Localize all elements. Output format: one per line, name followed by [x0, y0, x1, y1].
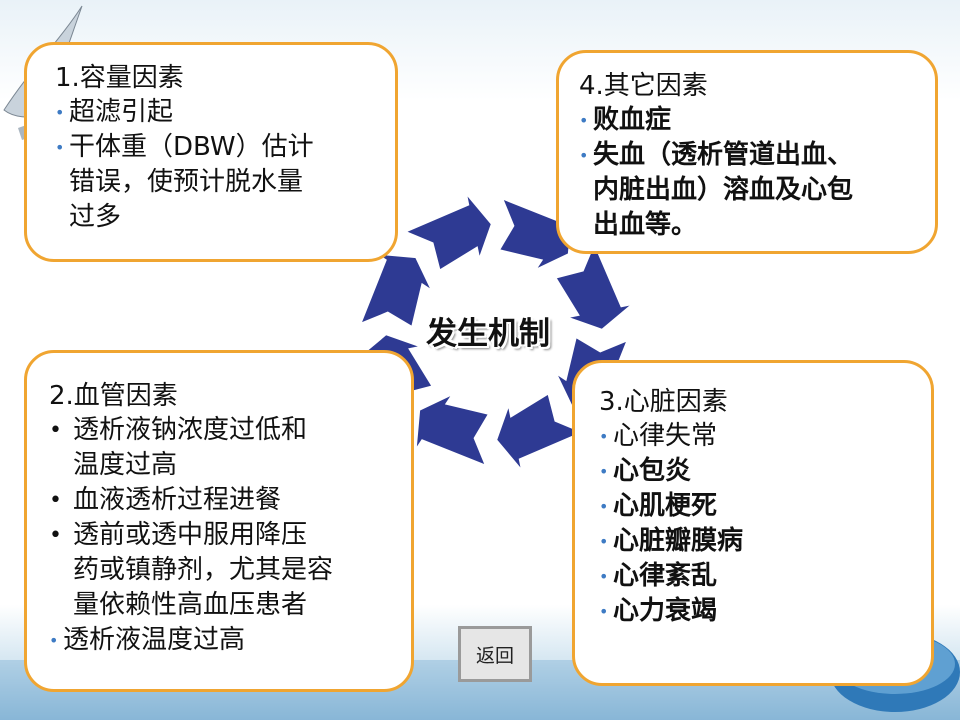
cardiac-factors-box: 3.心脏因素 •心律失常•心包炎•心肌梗死•心脏瓣膜病•心律紊乱•心力衰竭: [572, 360, 934, 686]
list-item: •心力衰竭: [599, 594, 931, 629]
cycle-arrow-segment: [402, 192, 493, 273]
list-item-text: 心肌梗死: [613, 491, 718, 521]
bullet-icon: •: [49, 488, 62, 513]
list-item: • 透前或透中服用降压药或镇静剂，尤其是容量依赖性高血压患者: [49, 518, 411, 623]
list-item-text: 败血症: [593, 103, 671, 138]
list-item: •心脏瓣膜病: [599, 524, 931, 559]
list-item-text: 超滤引起: [69, 95, 173, 130]
cycle-arrow-segment: [414, 391, 491, 468]
list-item-line: 干体重（DBW）估计: [69, 132, 314, 162]
list-item: •心律紊乱: [599, 559, 931, 594]
list-item-text: 心力衰竭: [613, 596, 718, 626]
cycle-diagram: [358, 192, 630, 472]
bullet-icon: •: [55, 103, 65, 122]
back-button[interactable]: 返回: [458, 626, 532, 682]
bullet-icon: •: [599, 567, 609, 586]
list-item: •超滤引起: [55, 95, 395, 130]
list-item-line: 超滤引起: [69, 97, 174, 127]
list-item: •心包炎: [599, 454, 931, 489]
list-item-text: 透前或透中服用降压药或镇静剂，尤其是容量依赖性高血压患者: [73, 518, 333, 623]
bullet-icon: •: [579, 111, 589, 130]
cycle-arrow-segment: [495, 391, 586, 472]
list-item-line: 温度过高: [73, 450, 178, 480]
list-item-text: 失血（透析管道出血、内脏出血）溶血及心包出血等。: [593, 138, 853, 243]
list-item-line: 量依赖性高血压患者: [73, 590, 308, 620]
box-title: 3.心脏因素: [599, 387, 728, 417]
list-item: •心律失常: [599, 419, 931, 454]
list-item-line: 透前或透中服用降压: [73, 520, 308, 550]
list-item-text: 心律紊乱: [613, 561, 718, 591]
box-title: 4.其它因素: [579, 71, 708, 101]
bullet-icon: •: [599, 462, 609, 481]
list-item-line: 失血（透析管道出血、: [593, 140, 854, 170]
box-item-list: • 透析液钠浓度过低和温度过高• 血液透析过程进餐• 透前或透中服用降压药或镇静…: [49, 413, 411, 658]
other-factors-box: 4.其它因素 •败血症•失血（透析管道出血、内脏出血）溶血及心包出血等。: [556, 50, 938, 254]
cycle-arrows: [358, 192, 630, 472]
list-item-text: 心包炎: [613, 456, 692, 486]
list-item-line: 透析液温度过高: [63, 625, 246, 655]
list-item-line: 败血症: [593, 105, 672, 135]
list-item: • 透析液温度过高: [49, 623, 411, 658]
list-item-line: 过多: [69, 202, 122, 232]
bullet-icon: •: [579, 146, 589, 165]
bullet-icon: •: [49, 631, 59, 650]
list-item: •失血（透析管道出血、内脏出血）溶血及心包出血等。: [579, 138, 935, 243]
box-item-list: •超滤引起•干体重（DBW）估计错误，使预计脱水量过多: [55, 95, 395, 235]
center-label: 发生机制: [426, 316, 550, 352]
bullet-icon: •: [49, 418, 62, 443]
list-item: • 血液透析过程进餐: [49, 483, 411, 518]
list-item-line: 药或镇静剂，尤其是容: [73, 555, 334, 585]
list-item-line: 错误，使预计脱水量: [69, 167, 304, 197]
bullet-icon: •: [49, 523, 62, 548]
list-item: •心肌梗死: [599, 489, 931, 524]
list-item: •败血症: [579, 103, 935, 138]
list-item: • 透析液钠浓度过低和温度过高: [49, 413, 411, 483]
list-item-text: 干体重（DBW）估计错误，使预计脱水量过多: [69, 130, 314, 235]
list-item-text: 透析液钠浓度过低和温度过高: [73, 413, 307, 483]
list-item-line: 透析液钠浓度过低和: [73, 415, 308, 445]
list-item-line: 血液透析过程进餐: [73, 485, 282, 515]
list-item-text: 心律失常: [613, 421, 718, 451]
bullet-icon: •: [599, 427, 609, 446]
bullet-icon: •: [599, 532, 609, 551]
back-button-label: 返回: [475, 644, 514, 667]
list-item-text: 血液透析过程进餐: [73, 483, 281, 518]
bullet-icon: •: [55, 138, 65, 157]
list-item-text: 透析液温度过高: [63, 623, 245, 658]
cycle-arrow-segment: [553, 240, 630, 331]
list-item-line: 内脏出血）溶血及心包: [593, 175, 854, 205]
bullet-icon: •: [599, 497, 609, 516]
list-item-text: 心脏瓣膜病: [613, 526, 744, 556]
bullet-icon: •: [599, 602, 609, 621]
box-title: 1.容量因素: [55, 63, 184, 93]
list-item: •干体重（DBW）估计错误，使预计脱水量过多: [55, 130, 395, 235]
box-title: 2.血管因素: [49, 381, 178, 411]
box-item-list: •心律失常•心包炎•心肌梗死•心脏瓣膜病•心律紊乱•心力衰竭: [599, 419, 931, 629]
list-item-line: 出血等。: [593, 210, 698, 240]
box-item-list: •败血症•失血（透析管道出血、内脏出血）溶血及心包出血等。: [579, 103, 935, 243]
volume-factors-box: 1.容量因素 •超滤引起•干体重（DBW）估计错误，使预计脱水量过多: [24, 42, 398, 262]
vascular-factors-box: 2.血管因素 • 透析液钠浓度过低和温度过高• 血液透析过程进餐• 透前或透中服…: [24, 350, 414, 692]
